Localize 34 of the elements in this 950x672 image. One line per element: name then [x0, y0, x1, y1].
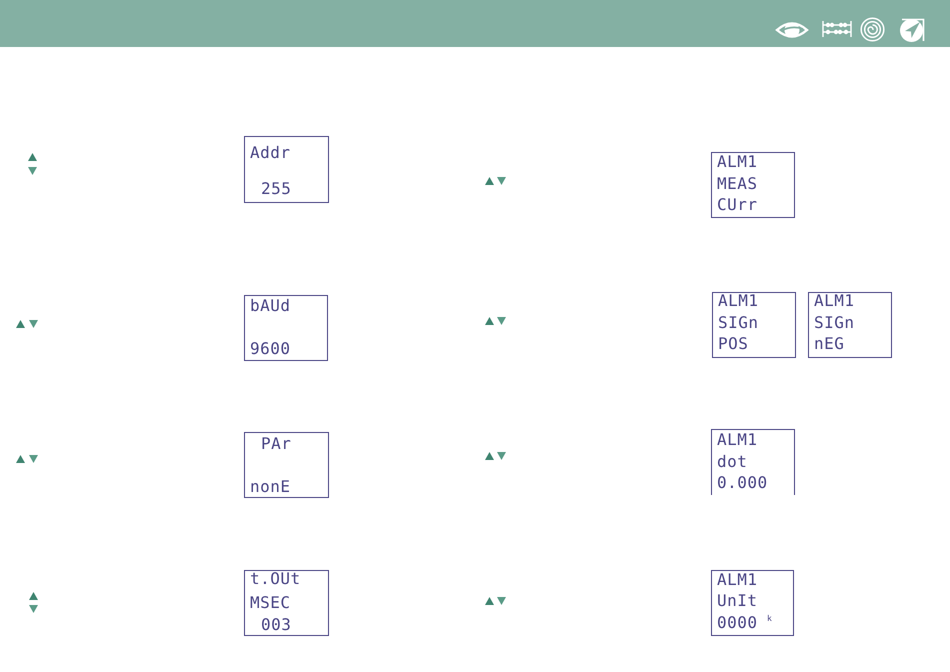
lcd-display [244, 295, 328, 361]
lcd-display [244, 432, 329, 498]
lcd-text: 255 [261, 181, 292, 197]
lcd-display [244, 570, 329, 636]
lcd-text: SIGn [718, 315, 759, 331]
lcd-display [712, 292, 796, 358]
lcd-text: SIGn [814, 315, 855, 331]
lcd-text: 0000 [717, 615, 758, 631]
lcd-text: PAr [261, 436, 292, 452]
lcd-text: nonE [250, 479, 291, 495]
lcd-text: 003 [261, 617, 292, 633]
lcd-display [711, 152, 795, 218]
lcd-text: nEG [814, 336, 844, 352]
lcd-text: 9600 [250, 341, 291, 357]
lcd-text: MEAS [717, 176, 758, 192]
lcd-text: ALM1 [717, 572, 758, 588]
lcd-text: CUrr [717, 197, 758, 213]
lcd-text: Addr [250, 145, 291, 161]
lcd-text: t.OUt [250, 571, 301, 587]
lcd-display [244, 136, 329, 203]
lcd-display [711, 570, 794, 636]
lcd-display [808, 292, 892, 358]
lcd-text: dot [717, 454, 748, 470]
lcd-display [711, 429, 795, 495]
lcd-text: ALM1 [718, 293, 759, 309]
lcd-text: MSEC [250, 595, 291, 611]
lcd-text: 0.000 [717, 475, 768, 491]
lcd-text: ALM1 [814, 293, 855, 309]
lcd-text: UnIt [717, 593, 758, 609]
lcd-text: ALM1 [717, 432, 758, 448]
lcd-text: POS [718, 336, 748, 352]
lcd-text: ALM1 [717, 154, 758, 170]
unit-prefix: k [767, 615, 772, 623]
lcd-text: bAUd [250, 298, 291, 314]
